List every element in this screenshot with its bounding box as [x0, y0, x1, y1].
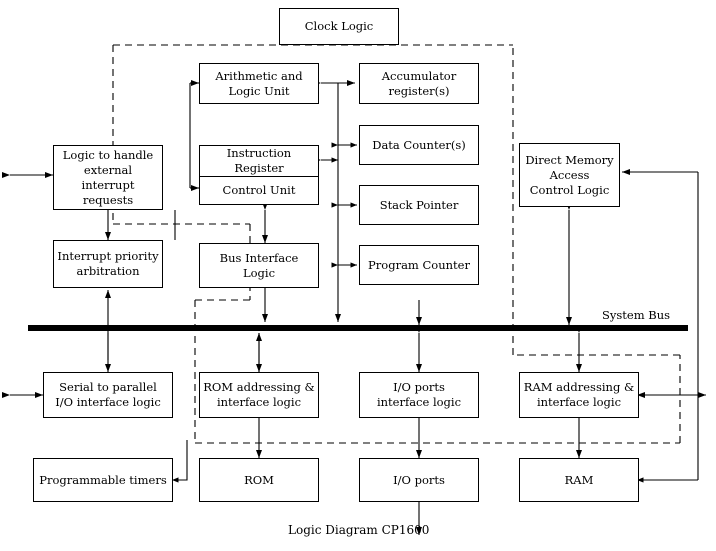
- box-programmable-timers[interactable]: Programmable timers: [33, 458, 173, 502]
- box-instruction-register[interactable]: Instruction Register: [200, 146, 318, 177]
- box-clock-logic[interactable]: Clock Logic: [279, 8, 399, 45]
- box-interrupt-handling-logic[interactable]: Logic to handle external interrupt reque…: [53, 145, 163, 210]
- box-accumulator-registers-label: Accumulator register(s): [381, 68, 457, 98]
- box-arithmetic-logic-unit[interactable]: Arithmetic and Logic Unit: [199, 63, 319, 104]
- box-bus-interface-logic-label: Bus Interface Logic: [219, 250, 299, 280]
- box-clock-logic-label: Clock Logic: [304, 19, 374, 33]
- box-rom-addressing-interface-label: ROM addressing & interface logic: [203, 380, 315, 409]
- box-rom-addressing-interface[interactable]: ROM addressing & interface logic: [199, 372, 319, 418]
- box-io-ports-interface[interactable]: I/O ports interface logic: [359, 372, 479, 418]
- box-ram[interactable]: RAM: [519, 458, 639, 502]
- box-ram-addressing-interface-label: RAM addressing & interface logic: [523, 380, 635, 409]
- box-ram-label: RAM: [564, 472, 594, 487]
- box-rom[interactable]: ROM: [199, 458, 319, 502]
- box-arithmetic-logic-unit-label: Arithmetic and Logic Unit: [215, 68, 303, 98]
- box-serial-to-parallel-io[interactable]: Serial to parallel I/O interface logic: [43, 372, 173, 418]
- box-bus-interface-logic[interactable]: Bus Interface Logic: [199, 243, 319, 288]
- box-control-unit-label: Control Unit: [222, 183, 296, 197]
- box-io-ports-interface-label: I/O ports interface logic: [376, 380, 462, 409]
- box-instruction-register-control-unit[interactable]: Instruction Register Control Unit: [199, 145, 319, 205]
- box-io-ports-label: I/O ports: [393, 472, 445, 487]
- box-rom-label: ROM: [244, 472, 274, 487]
- box-instruction-register-label: Instruction Register: [226, 146, 292, 175]
- box-program-counter-label: Program Counter: [368, 257, 470, 272]
- diagram-caption: Logic Diagram CP1600: [288, 523, 430, 537]
- box-interrupt-priority-arbitration-label: Interrupt priority arbitration: [57, 249, 159, 278]
- box-io-ports[interactable]: I/O ports: [359, 458, 479, 502]
- box-serial-to-parallel-io-label: Serial to parallel I/O interface logic: [55, 380, 161, 409]
- box-data-counters[interactable]: Data Counter(s): [359, 125, 479, 165]
- box-data-counters-label: Data Counter(s): [372, 137, 466, 152]
- box-control-unit[interactable]: Control Unit: [220, 177, 299, 204]
- system-bus-bar: [28, 325, 688, 331]
- box-program-counter[interactable]: Program Counter: [359, 245, 479, 285]
- box-stack-pointer-label: Stack Pointer: [379, 197, 459, 212]
- box-programmable-timers-label: Programmable timers: [39, 472, 167, 487]
- box-interrupt-priority-arbitration[interactable]: Interrupt priority arbitration: [53, 240, 163, 288]
- box-ram-addressing-interface[interactable]: RAM addressing & interface logic: [519, 372, 639, 418]
- system-bus-label: System Bus: [602, 308, 671, 322]
- box-accumulator-registers[interactable]: Accumulator register(s): [359, 63, 479, 104]
- box-dma-control-logic-label: Direct Memory Access Control Logic: [525, 152, 614, 197]
- box-stack-pointer[interactable]: Stack Pointer: [359, 185, 479, 225]
- box-interrupt-handling-logic-label: Logic to handle external interrupt reque…: [62, 147, 154, 207]
- box-dma-control-logic[interactable]: Direct Memory Access Control Logic: [519, 143, 620, 207]
